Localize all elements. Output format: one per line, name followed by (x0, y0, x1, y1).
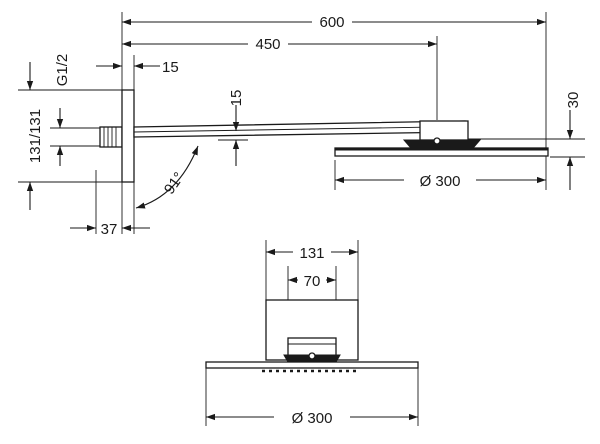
label-arm-height: 15 (228, 90, 245, 107)
label-arm-length: 450 (255, 36, 280, 53)
front-view: 131 70 Ø 300 (205, 240, 419, 427)
label-head-diameter-side: Ø 300 (420, 173, 461, 190)
front-shower-head (205, 361, 419, 369)
connector-joint (402, 139, 482, 148)
label-head-diameter-front: Ø 300 (292, 410, 333, 427)
label-thread: G1/2 (54, 54, 71, 87)
head-connector (419, 120, 469, 141)
label-total-length: 600 (319, 14, 344, 31)
label-plate-width: 131 (299, 245, 324, 262)
extension-lines (18, 12, 585, 234)
wall-plate (121, 89, 135, 183)
shower-head-edge (334, 147, 549, 151)
angle-arc (135, 145, 199, 209)
label-plate-thickness: 15 (162, 59, 179, 76)
threaded-inlet (99, 126, 123, 148)
label-head-height: 30 (565, 92, 582, 109)
side-view: 600 450 15 15 G1/2 131/131 91° 37 30 (18, 12, 585, 238)
label-wall-offset: 37 (101, 221, 118, 238)
label-wall-plate-height: 131/131 (27, 109, 44, 163)
thread-hatch (103, 127, 117, 147)
label-connector-width: 70 (304, 273, 321, 290)
